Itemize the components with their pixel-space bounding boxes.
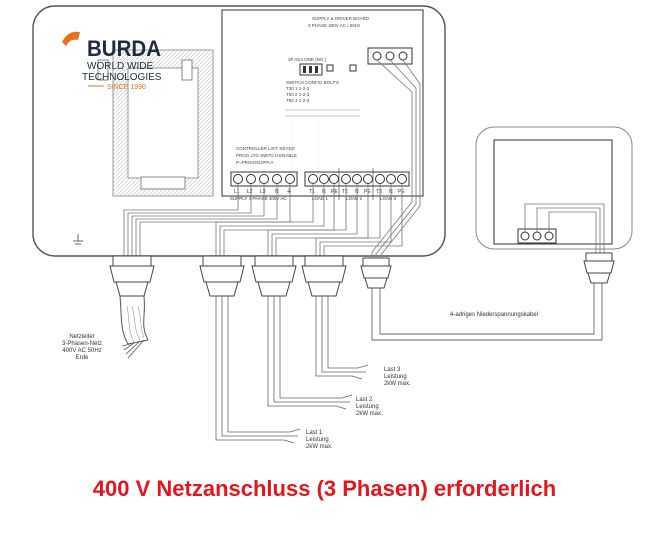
burda-logo: BURDA WORLD WIDE TECHNOLOGIES SINCE 1990 — [62, 31, 162, 91]
load2-label: LOAD 2 — [346, 196, 363, 201]
logo-brand: BURDA — [87, 36, 161, 61]
config-row-1: SWITCH CONFIG BOLT'S — [286, 80, 339, 85]
config-row-4: T90 3 1-2-3 — [286, 98, 310, 103]
cable-annotation: 4-adriges Niederspannungskabel — [450, 312, 538, 318]
supply-l2: L2 — [247, 189, 253, 195]
board-title-2: 3 PHASE 400V AC / 50Hz — [308, 23, 361, 28]
supply-terminal-block: L1 L2 L3 N ⏚ SUPPLY 3 PHASE 400V AC — [230, 171, 298, 201]
svg-text:Last 3: Last 3 — [384, 367, 401, 373]
load3-annotation: Last 3 Leistung 2kW max. — [384, 367, 411, 387]
svg-text:2kW max.: 2kW max. — [306, 444, 333, 450]
load2-annotation: Last 2 Leistung 2kW max. — [356, 397, 383, 417]
svg-text:Leistung: Leistung — [356, 404, 379, 410]
load3-t: T3 — [376, 189, 382, 195]
load1-label: LOAD 1 — [312, 196, 329, 201]
sensor-terminal-block — [367, 47, 413, 65]
mains-cable — [119, 295, 149, 359]
mains-line-4: Erde — [76, 355, 89, 361]
load3-label: LOAD 3 — [380, 196, 397, 201]
dip-switch: 3P ADJ ONE (NO.) — [288, 57, 357, 76]
mains-line-1: Netzleiter — [69, 334, 94, 340]
mains-annotation: Netzleiter 3-Phasen-Netz 400V AC 50Hz Er… — [62, 334, 102, 361]
logo-line2: TECHNOLOGIES — [82, 72, 162, 83]
supply-pe: ⏚ — [286, 188, 292, 195]
logo-line1: WORLD WIDE — [87, 61, 153, 72]
note-3: P=PROG/SUPPLY — [236, 160, 274, 165]
load1-t: T1 — [309, 189, 315, 195]
load1-pe: PE — [331, 189, 338, 195]
svg-text:Last 2: Last 2 — [356, 397, 373, 403]
supply-l3: L3 — [260, 189, 266, 195]
load2-t: T2 — [342, 189, 348, 195]
low-voltage-cable — [371, 283, 603, 341]
config-row-2: T30 1 1-2-3 — [286, 86, 310, 91]
switch-label: 3P ADJ ONE (NO.) — [288, 57, 327, 62]
load-cables — [215, 296, 369, 444]
mains-line-3: 400V AC 50Hz — [62, 348, 101, 354]
transformer-block — [97, 49, 214, 197]
requirement-caption: 400 V Netzanschluss (3 Phasen) erforderl… — [92, 476, 557, 501]
circuit-board — [221, 9, 424, 197]
internal-wiring — [123, 59, 605, 262]
note-2: PROG LTG SWITCH ENABLE — [236, 153, 297, 158]
svg-text:2kW max.: 2kW max. — [384, 381, 411, 387]
svg-text:Last 1: Last 1 — [306, 430, 323, 436]
svg-text:2kW max.: 2kW max. — [356, 411, 383, 417]
svg-text:Leistung: Leistung — [306, 437, 329, 443]
ground-symbol — [73, 234, 83, 245]
cable-glands — [109, 252, 615, 297]
spec-list — [285, 109, 360, 178]
svg-text:Leistung: Leistung — [384, 374, 407, 380]
note-1: CONTROLLER LIST: KEYED — [236, 146, 296, 151]
mains-line-2: 3-Phasen-Netz — [62, 341, 102, 347]
config-row-3: T60 2 1-2-3 — [286, 92, 310, 97]
board-title-1: SUPPLY & DRIVER BOARD — [312, 16, 370, 21]
supply-label: SUPPLY 3 PHASE 400V AC — [230, 196, 287, 201]
load1-annotation: Last 1 Leistung 2kW max. — [306, 430, 333, 450]
supply-l1: L1 — [234, 189, 240, 195]
logo-since: SINCE 1990 — [107, 84, 146, 91]
